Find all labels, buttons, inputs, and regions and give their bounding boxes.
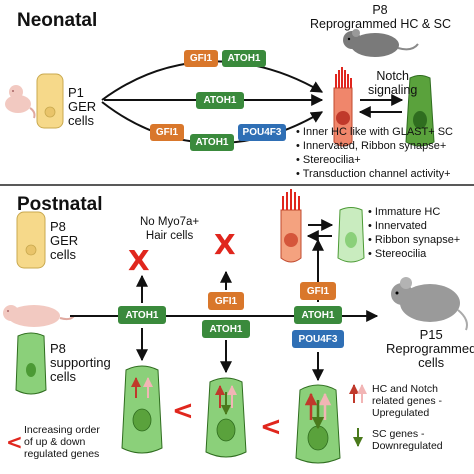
ger-cell-icon — [16, 211, 46, 269]
p8-ger-label: P8 GER cells — [50, 219, 79, 262]
supporting-cell-icon — [405, 75, 435, 147]
atoh1-box: ATOH1 — [222, 50, 266, 67]
red-x-mark: X — [128, 244, 150, 277]
order-less-than: < — [260, 412, 282, 442]
ger-cell-icon — [36, 73, 64, 129]
supporting-cell-icon — [15, 332, 47, 395]
p15-reprogrammed-label: P15 Reprogrammed cells — [386, 327, 474, 370]
mouse-pup-icon — [5, 85, 36, 119]
legend-up-text: HC and Notch related genes - Upregulated — [372, 383, 443, 419]
postnatal-title: Postnatal — [17, 194, 103, 215]
gfi1-box: GFI1 — [208, 292, 244, 310]
adult-mouse-icon — [343, 29, 419, 57]
atoh1-box: ATOH1 — [190, 134, 234, 151]
postnatal-bullet-list: • Immature HC • Innervated • Ribbon syna… — [368, 206, 461, 260]
legend-order-text: Increasing order of up & down regulated … — [24, 424, 100, 460]
atoh1-box: ATOH1 — [202, 320, 250, 338]
order-less-than: < — [172, 396, 194, 426]
reprogrammed-cell-3 — [295, 384, 341, 464]
red-x-mark: X — [214, 228, 236, 261]
reprogrammed-cell-1 — [121, 365, 163, 454]
neonatal-title: Neonatal — [17, 10, 98, 31]
neonatal-bullet-list: • Inner HC like with GLAST+ SC • Innerva… — [296, 126, 454, 180]
notch-signaling-label: Notch signaling — [368, 69, 418, 97]
pou4f3-box: POU4F3 — [292, 330, 344, 348]
p8-supporting-label: P8 supporting cells — [50, 341, 111, 384]
legend-less-than: < — [6, 430, 23, 454]
no-myo7a-label: No Myo7a+ Hair cells — [140, 216, 200, 242]
p1-ger-label: P1 GER cells — [68, 85, 97, 128]
adult-mouse-icon — [391, 277, 468, 331]
legend-down-text: SC genes - Downregulated — [372, 428, 443, 452]
p8-reprogrammed-label: P8 Reprogrammed HC & SC — [310, 3, 452, 31]
gfi1-box: GFI1 — [184, 50, 218, 67]
mouse-pup-icon — [3, 305, 75, 327]
hair-cell-icon — [333, 67, 353, 147]
hair-cell-icon — [280, 189, 302, 263]
pou4f3-box: POU4F3 — [238, 124, 286, 141]
atoh1-box: ATOH1 — [196, 92, 244, 109]
reprogrammed-cell-2 — [205, 377, 247, 458]
atoh1-box: ATOH1 — [118, 306, 166, 324]
supporting-cell-icon — [337, 207, 365, 263]
atoh1-box: ATOH1 — [294, 306, 342, 324]
gfi1-box: GFI1 — [150, 124, 184, 141]
gfi1-box: GFI1 — [300, 282, 336, 300]
